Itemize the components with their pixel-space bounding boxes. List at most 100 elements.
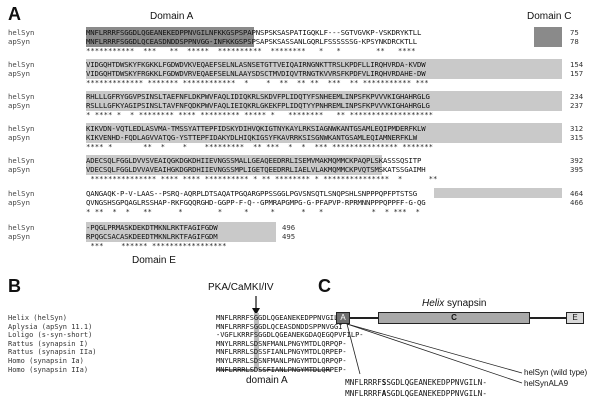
seq-apsyn: VIDGQHTDWSKYFRGKKLFGDWDVRVEQAEFSELNLAAYS… xyxy=(86,69,426,78)
seq-apsyn: KIKVENHD-FQDLAGVVATQG-YSTTEPFIDAKYDLHIQK… xyxy=(86,133,417,142)
species-seq: MNFLRRRFSGGDLQGEANEKEDPPNVGILN- xyxy=(216,314,347,322)
seq-name-apsyn: apSyn xyxy=(8,198,30,207)
seq-name-helsyn: helSyn xyxy=(8,92,35,101)
domain-e-highlight xyxy=(86,222,276,242)
domain-c-box: C xyxy=(378,312,530,324)
phospho-site-highlight xyxy=(254,313,259,371)
seq-pos-helsyn: 312 xyxy=(570,124,584,133)
domain-a-label: Domain A xyxy=(150,11,194,22)
species-name: Rattus (synapsin I) xyxy=(8,339,89,348)
species-seq: MNFLRRRFSGGDLQCEASDNDDSPPNVGGI xyxy=(216,322,343,331)
conservation-stars: *** ****** ***************** xyxy=(86,241,227,250)
seq-name-apsyn: apSyn xyxy=(8,133,30,142)
mutant-label: helSynALA9 xyxy=(524,379,569,388)
species-name: Aplysia (apSyn 11.1) xyxy=(8,322,93,331)
seq-name-apsyn: apSyn xyxy=(8,69,30,78)
wt-sequence: MNFLRRRFSSGDLQGEANEKEDPPNVGILN- xyxy=(336,370,487,387)
conservation-stars: * **** * * ******** **** ********* *****… xyxy=(86,110,434,119)
domain-a-bottom-label: domain A xyxy=(246,375,288,386)
seq-name-helsyn: helSyn xyxy=(8,28,35,37)
mut-seq-prefix: MNFLRRRF xyxy=(345,388,382,398)
seq-name-helsyn: helSyn xyxy=(8,60,35,69)
conservation-stars: ************* ******* ************ * * *… xyxy=(86,78,429,87)
wt-seq-prefix: MNFLRRRF xyxy=(345,377,382,387)
seq-pos-apsyn: 466 xyxy=(570,198,584,207)
seq-pos-helsyn: 464 xyxy=(570,189,584,198)
domain-e-highlight xyxy=(434,188,562,198)
domain-a-box: A xyxy=(336,312,350,324)
domain-c-highlight xyxy=(86,123,562,143)
domain-c-highlight xyxy=(86,155,382,175)
title-rest: synapsin xyxy=(444,298,487,309)
seq-name-helsyn: helSyn xyxy=(8,189,35,198)
wt-label: helSyn (wild type) xyxy=(524,368,588,377)
seq-helsyn: MNFLRRRFSGGDLQGEANEKEDPPNVGILNFKKGSPSPAP… xyxy=(86,28,422,37)
seq-name-apsyn: apSyn xyxy=(8,165,30,174)
seq-pos-helsyn: 154 xyxy=(570,60,584,69)
domain-c-label: Domain C xyxy=(527,11,572,22)
domain-a-box-label: A xyxy=(340,313,346,322)
seq-helsyn: -PQGLPRMASKDEKDTMKNLRKTFAGIFGDW xyxy=(86,223,218,232)
seq-pos-apsyn: 78 xyxy=(570,37,579,46)
panel-c-letter: C xyxy=(318,276,331,296)
kinase-label: PKA/CaMKI/IV xyxy=(208,282,274,293)
panel-c-title: Helix synapsin xyxy=(422,298,486,309)
domain-e-box: E xyxy=(566,312,584,324)
domain-c-highlight xyxy=(86,59,562,79)
wt-seq-site: S xyxy=(381,377,387,387)
wt-seq-suffix: SGDLQGEANEKEDPPNVGILN- xyxy=(386,377,487,387)
seq-name-helsyn: helSyn xyxy=(8,124,35,133)
seq-pos-apsyn: 237 xyxy=(570,101,584,110)
alignment-panel-a: helSyn apSyn MNFLRRRFSGGDLQGEANEKEDPPNVG… xyxy=(8,27,584,250)
conservation-stars: *********** *** ** ***** ********** ****… xyxy=(86,46,416,55)
species-seq: MNFLRRRLSDSSFIANLPNGYMTDLQRPEP- xyxy=(216,365,347,374)
seq-pos-apsyn: 495 xyxy=(282,232,296,241)
species-name: Homo (synapsin Ia) xyxy=(8,357,84,365)
species-name: Loligo (s-syn-short) xyxy=(8,331,93,340)
seq-pos-apsyn: 157 xyxy=(570,69,584,78)
mutant-sequence: MNFLRRRFASGDLQGEANEKEDPPNVGILN- xyxy=(336,381,487,398)
seq-pos-apsyn: 395 xyxy=(570,165,584,174)
seq-apsyn: QVNGSHSGPQAGLRSSHAP-RKFGQQRGHD-GGPP-F-Q-… xyxy=(86,198,426,207)
seq-helsyn: ADECSQLFGGLDVVSVEAIQGKDGKDHIIEVNGSSMALLG… xyxy=(86,156,422,165)
domain-a-highlight xyxy=(86,27,254,47)
species-seq: MNYLRRRLSDSNFMANLPNGYMTDLQRPQP- xyxy=(216,339,347,348)
seq-apsyn: RSLLLGFKYAGIPSINSLTAVFNFQDKPWVFAQLIEIQKR… xyxy=(86,101,430,110)
mut-seq-suffix: SGDLQGEANEKEDPPNVGILN- xyxy=(386,388,487,398)
domain-c-highlight xyxy=(534,27,562,47)
seq-name-apsyn: apSyn xyxy=(8,37,30,46)
domain-e-box-label: E xyxy=(572,313,578,322)
title-genus: Helix xyxy=(422,298,445,309)
conservation-stars: *************** **** **** ********** * *… xyxy=(86,174,438,183)
species-name: Rattus (synapsin IIa) xyxy=(8,348,97,357)
domain-c-box-label: C xyxy=(451,313,457,322)
seq-apsyn: MNFLRRRFSGGDLQCEASDNDDSPPNVGG-INFKKGSPSP… xyxy=(86,37,417,46)
seq-pos-helsyn: 392 xyxy=(570,156,584,165)
panel-a-letter: A xyxy=(8,4,21,24)
conservation-stars: * ** * * ** * * * * * * * * *** * xyxy=(86,207,420,216)
seq-apsyn: RPQGCSACASKDEEDTMKNLRKTFAGIFGDM xyxy=(86,232,218,241)
seq-name-apsyn: apSyn xyxy=(8,232,30,241)
seq-helsyn: QANGAQK-P-V-LAAS--PSRQ-AQRPLDTSAQATPGQAR… xyxy=(86,189,417,198)
seq-pos-helsyn: 75 xyxy=(570,28,579,37)
species-seq: MNFLRRRLSDSSFIANLPNGYMTDLQRPEP- xyxy=(216,348,347,357)
mut-seq-site: A xyxy=(381,388,387,398)
seq-helsyn: RHLLLGFRYGGVPSINSLTAEFNFLDKPWVFAQLIDIQKR… xyxy=(86,92,430,101)
conservation-stars: **** * ** * * ********* ** *** * * *** *… xyxy=(86,142,434,151)
species-seq: MNYLRRRLSDSNFMANLPNGYMTDLQRPQP- xyxy=(216,357,347,365)
seq-pos-apsyn: 315 xyxy=(570,133,584,142)
seq-name-apsyn: apSyn xyxy=(8,101,30,110)
seq-pos-helsyn: 496 xyxy=(282,223,296,232)
species-seq: -VGFLKRRFSGGDLQGEANEKGDAQEGQPVFILP- xyxy=(216,331,364,340)
seq-helsyn: VIDGQHTDWSKYFKGKKLFGDWDVKVEQAEFSELNLASNS… xyxy=(86,60,426,69)
seq-name-helsyn: helSyn xyxy=(8,156,35,165)
seq-helsyn: KIKVDN-VQTLEDLASVMA-TMSSYATTEPFIDSKYDIHV… xyxy=(86,124,426,133)
species-name: Homo (synapsin IIa) xyxy=(8,365,89,374)
species-name: Helix (helSyn) xyxy=(8,314,68,322)
domain-e-label: Domain E xyxy=(132,255,176,266)
domain-c-highlight xyxy=(86,91,562,111)
seq-apsyn: VDECSQLFGGLDVVAVEAIHGKDGRDHIIEVNGSSMPLIG… xyxy=(86,165,426,174)
seq-pos-helsyn: 234 xyxy=(570,92,584,101)
